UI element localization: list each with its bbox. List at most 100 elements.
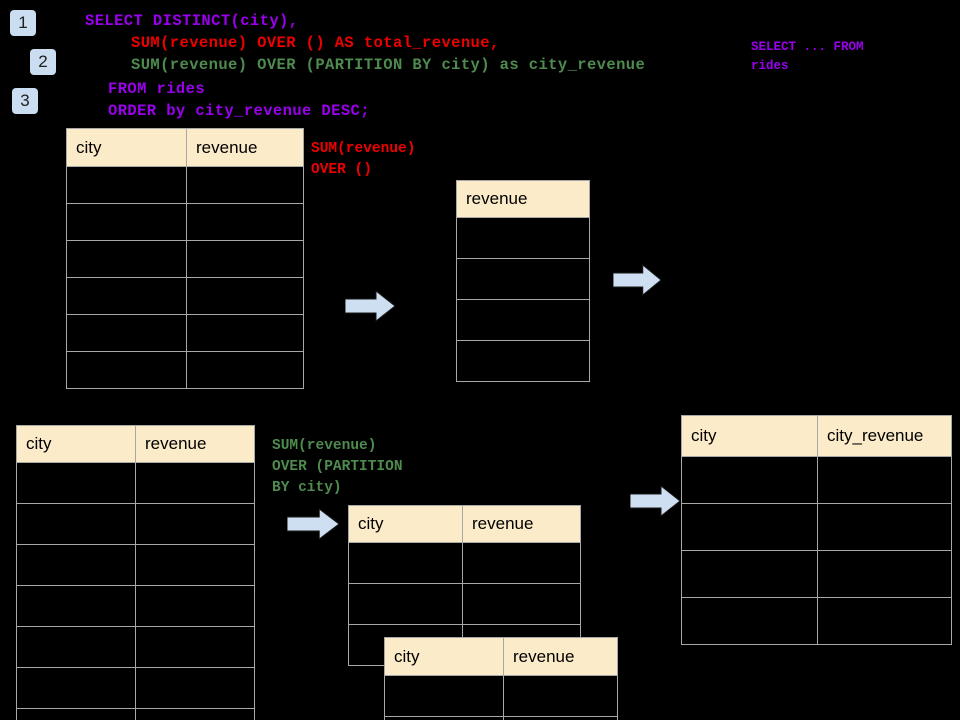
table-cell [817, 503, 952, 551]
table-cell [16, 503, 136, 545]
table-row [348, 583, 581, 625]
table-cell [135, 462, 255, 504]
arrow-icon [286, 507, 340, 541]
column-header: revenue [186, 128, 304, 167]
table-cell [135, 585, 255, 627]
table-header-row: revenue [456, 180, 590, 218]
column-header: city [681, 415, 818, 457]
table-cell [817, 597, 952, 645]
table-cell [66, 203, 187, 241]
step-badge-3: 3 [12, 88, 38, 114]
table-cell [456, 340, 590, 382]
arrow-icon [612, 263, 662, 297]
table-cell [186, 203, 304, 241]
table-cell [186, 166, 304, 204]
table-cell [16, 626, 136, 668]
table-row [16, 626, 255, 668]
table-row [16, 708, 255, 720]
table-cell [384, 716, 504, 720]
table-cell [384, 675, 504, 717]
table-cell [135, 626, 255, 668]
table-cell [456, 217, 590, 259]
table-cell [186, 277, 304, 315]
table-row [66, 203, 304, 241]
sql-line-1: SELECT DISTINCT(city), [85, 12, 299, 30]
column-header: revenue [456, 180, 590, 218]
column-header: city [348, 505, 463, 543]
step-badge-1: 1 [10, 10, 36, 36]
table-cell [348, 542, 463, 584]
table-row [456, 258, 590, 300]
arrow-source-to-partition [286, 507, 340, 541]
table-cell [66, 351, 187, 389]
table-cell [462, 542, 581, 584]
table-cell [66, 314, 187, 352]
table-row [681, 456, 952, 504]
table-row [681, 550, 952, 598]
table-row [66, 166, 304, 204]
column-header: revenue [135, 425, 255, 463]
step-badge-2: 2 [30, 49, 56, 75]
column-header: city [384, 637, 504, 676]
table-cell [186, 314, 304, 352]
arrow-icon [344, 289, 396, 323]
table-cell [16, 544, 136, 586]
table-cell [16, 462, 136, 504]
annotation-select-from-rides: SELECT ... FROM rides [751, 40, 864, 73]
table-cell [16, 708, 136, 720]
annotation-sum-over-empty: SUM(revenue) OVER () [311, 141, 416, 178]
table-cell [503, 675, 618, 717]
table-cell [462, 583, 581, 625]
sql-line-2: SUM(revenue) OVER () AS total_revenue, [131, 34, 500, 52]
table-cell [681, 550, 818, 598]
table-row [348, 542, 581, 584]
sql-line-5: ORDER by city_revenue DESC; [108, 102, 370, 120]
table-cell [348, 583, 463, 625]
table-cell [681, 503, 818, 551]
table-row [681, 503, 952, 551]
total-revenue-table: revenue [456, 180, 590, 382]
table-row [456, 217, 590, 259]
table-row [16, 462, 255, 504]
table-row [16, 585, 255, 627]
table-cell [66, 166, 187, 204]
table-row [456, 340, 590, 382]
step-badge-label: 2 [38, 52, 48, 71]
table-row [66, 277, 304, 315]
table-row [66, 314, 304, 352]
table-cell [503, 716, 618, 720]
table-row [384, 716, 618, 720]
table-cell [135, 708, 255, 720]
table-cell [817, 550, 952, 598]
table-cell [135, 544, 255, 586]
sql-line-3: SUM(revenue) OVER (PARTITION BY city) as… [131, 56, 646, 74]
table-cell [456, 258, 590, 300]
table-row [456, 299, 590, 341]
table-row [16, 544, 255, 586]
table-cell [186, 240, 304, 278]
step-badge-label: 3 [20, 91, 30, 110]
step-badge-label: 1 [18, 13, 28, 32]
table-row [16, 503, 255, 545]
table-cell [16, 585, 136, 627]
table-cell [817, 456, 952, 504]
table-row [681, 597, 952, 645]
table-cell [16, 667, 136, 709]
table-cell [681, 597, 818, 645]
table-cell [456, 299, 590, 341]
column-header: city [16, 425, 136, 463]
table-row [66, 351, 304, 389]
sql-line-4: FROM rides [108, 80, 206, 98]
table-cell [66, 240, 187, 278]
arrow-revenue-to-result [612, 263, 662, 297]
arrow-partition-to-result [629, 484, 681, 518]
